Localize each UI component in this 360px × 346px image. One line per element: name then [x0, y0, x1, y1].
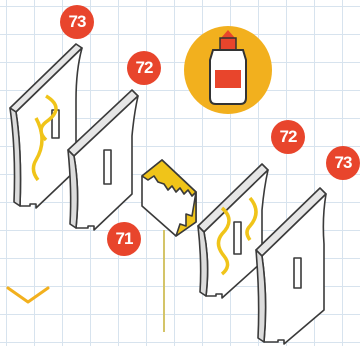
- panel-73-right: [256, 188, 326, 344]
- part-number-badge-far-right: 73: [326, 146, 360, 180]
- part-number-badge-top-left: 73: [60, 5, 94, 39]
- part-number-badge-mid-right: 72: [271, 120, 305, 154]
- connector-piece-71: [142, 160, 196, 332]
- chevron-down-icon: [8, 288, 48, 302]
- part-number-badge-connector: 71: [107, 222, 141, 256]
- part-number-badge-top-middle: 72: [127, 51, 161, 85]
- glue-bottle-icon: [184, 26, 272, 114]
- panel-72-left: [68, 90, 138, 230]
